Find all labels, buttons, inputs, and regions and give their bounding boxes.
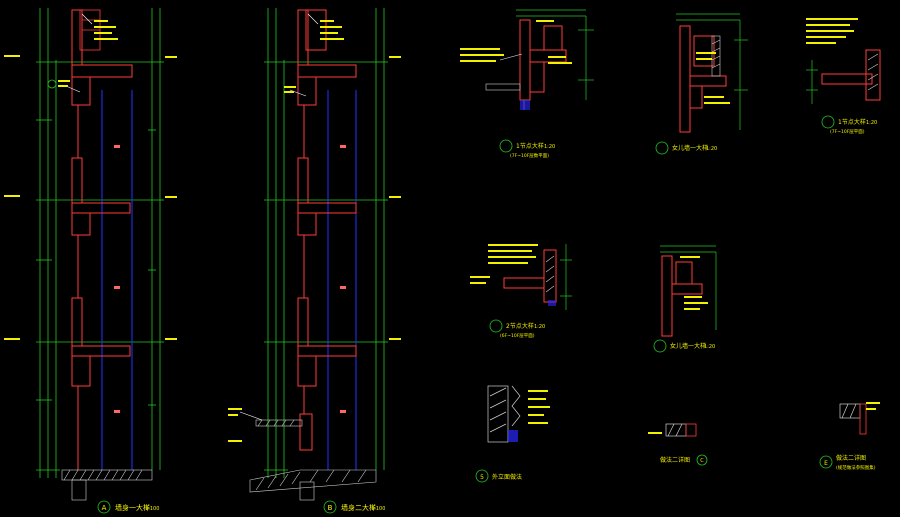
detail-3: 1节点大样 1:20 (7F~10F层平面) — [806, 18, 881, 135]
detail-8-note: (规范做法参照图集) — [836, 464, 876, 471]
detail-1: 1节点大样 1:20 (7F~10F层数平面) — [460, 9, 594, 159]
wall-section-a: A 墙身一大样 1:100 — [4, 8, 177, 514]
detail-3-note: (7F~10F层平面) — [830, 129, 865, 135]
section-a-title: 墙身一大样 — [115, 503, 150, 512]
detail-1-note: (7F~10F层数平面) — [510, 152, 549, 159]
detail-8-tag: E — [824, 460, 828, 467]
section-b-wall — [297, 9, 357, 451]
section-b-leaders — [239, 13, 319, 421]
detail-7-title: 做法二详图 — [660, 456, 690, 464]
section-b-dimension-lines — [264, 8, 388, 478]
section-b-annotation-marks — [228, 20, 401, 442]
detail-3-scale: 1:20 — [866, 120, 877, 126]
detail-6: 5 外立面做法 — [475, 385, 550, 483]
detail-8-title: 做法二详图 — [836, 454, 866, 462]
section-b-title: 墙身二大样 — [341, 503, 376, 512]
section-a-dimension-lines — [36, 8, 164, 478]
detail-4-scale: 1:20 — [534, 324, 545, 330]
detail-4-title: 2节点大样 — [506, 322, 534, 330]
detail-4-note: (6F~10F层平面) — [500, 333, 535, 339]
section-a-parapet — [79, 9, 101, 51]
detail-5-title: 女儿墙一大样 — [670, 342, 706, 350]
detail-5-scale: 1:20 — [704, 344, 715, 350]
detail-6-title: 外立面做法 — [492, 473, 522, 481]
detail-2-title: 女儿墙一大样 — [672, 144, 708, 152]
section-a-wall — [71, 9, 133, 470]
detail-2: 女儿墙一大样 1:20 — [655, 13, 748, 155]
section-b-canopy — [255, 419, 303, 427]
section-a-tag: A — [102, 504, 107, 512]
detail-4: 2节点大样 1:20 (6F~10F层平面) — [470, 244, 572, 339]
detail-1-scale: 1:20 — [544, 144, 555, 150]
detail-7-tag: C — [700, 458, 704, 464]
section-b-footing — [249, 469, 377, 501]
detail-3-title: 1节点大样 — [838, 118, 866, 126]
detail-1-title: 1节点大样 — [516, 142, 544, 150]
detail-2-scale: 1:20 — [706, 146, 717, 152]
section-a-scale: 1:100 — [145, 506, 159, 512]
detail-5: 女儿墙一大样 1:20 — [653, 245, 717, 353]
detail-6-tag: 5 — [480, 474, 484, 481]
section-a-footing — [61, 469, 153, 501]
section-a-annotation-marks — [4, 20, 177, 340]
section-b-glazing — [327, 90, 357, 470]
wall-section-b: B 墙身二大样 1:100 — [228, 8, 401, 514]
section-a-glazing — [101, 90, 133, 470]
detail-7: 做法二详图 C — [648, 423, 708, 466]
detail-8: E 做法二详图 (规范做法参照图集) — [819, 402, 880, 471]
section-b-scale: 1:100 — [371, 506, 385, 512]
section-a-leaders — [65, 13, 93, 93]
section-b-tag: B — [328, 504, 333, 512]
